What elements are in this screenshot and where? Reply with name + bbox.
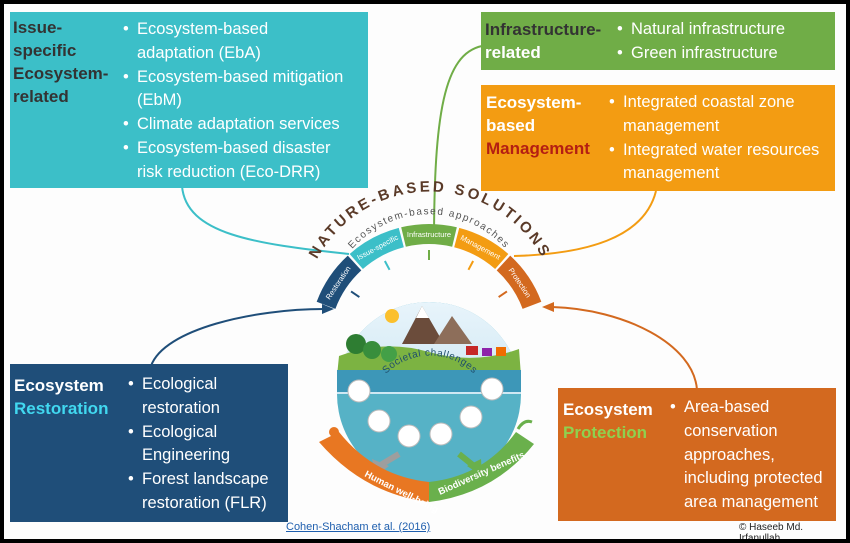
mountain-snow xyxy=(416,306,429,318)
connector-prot xyxy=(551,306,698,391)
rest-heading-line: Restoration xyxy=(14,399,109,418)
infra-heading-line: Infrastructure- xyxy=(485,20,602,39)
benefit-ribbon-left xyxy=(319,432,429,502)
connector-mgmt xyxy=(513,190,657,257)
mountain-icon-2 xyxy=(434,316,472,344)
segment-management xyxy=(454,227,509,269)
connector-prot-arrow xyxy=(542,302,554,312)
challenge-icon-1 xyxy=(347,379,371,403)
tree-icon xyxy=(346,334,366,354)
challenge-icon-6 xyxy=(480,377,504,401)
prot-heading: Ecosystem Protection xyxy=(563,398,653,444)
issue-heading-line: Ecosystem- xyxy=(13,64,109,83)
connector-issue xyxy=(181,185,350,255)
segment-arrow xyxy=(467,260,475,271)
copyright: © Haseeb Md. Irfanullah xyxy=(739,522,804,539)
mgmt-heading-line: Ecosystem- xyxy=(486,93,582,112)
challenge-icon-3 xyxy=(397,424,421,448)
tree-icon-2 xyxy=(363,341,381,359)
house-icon-2 xyxy=(482,348,492,356)
rest-heading-line: Ecosystem xyxy=(14,376,104,395)
issue-heading: Issue- specific Ecosystem- related xyxy=(13,16,108,108)
connector-rest xyxy=(150,308,325,367)
segment-restoration xyxy=(316,255,362,309)
box-restoration: Ecosystem Restoration Ecologicalrestorat… xyxy=(10,364,288,522)
house-icon-3 xyxy=(496,347,506,356)
rest-heading: Ecosystem Restoration xyxy=(14,374,108,420)
challenge-icon-5 xyxy=(459,405,483,429)
segment-protection xyxy=(496,255,542,309)
issue-heading-line: related xyxy=(13,87,69,106)
challenge-icon-2 xyxy=(367,409,391,433)
challenge-icons xyxy=(347,377,504,448)
list-item: Ecosystem-based mitigation(EbM) xyxy=(123,66,343,114)
mgmt-heading: Ecosystem- based Management xyxy=(486,91,590,160)
plant-icon xyxy=(516,419,533,430)
segment-label: Infrastructure xyxy=(407,230,451,239)
challenge-icon-4 xyxy=(429,422,453,446)
benefit-ribbon-right xyxy=(429,432,534,502)
person-icon xyxy=(329,427,339,437)
tree-icon-3 xyxy=(381,346,397,362)
box-management: Ecosystem- based Management Integrated c… xyxy=(481,85,835,191)
list-item: Area-based conservation approaches, incl… xyxy=(670,396,823,515)
segment-infrastructure xyxy=(401,224,457,247)
box-infrastructure: Infrastructure- related Natural infrastr… xyxy=(481,12,835,70)
box-protection: Ecosystem Protection Area-based conserva… xyxy=(558,388,836,521)
prot-heading-line: Protection xyxy=(563,423,648,442)
mgmt-heading-line: Management xyxy=(486,139,590,158)
infra-heading-line: related xyxy=(485,43,541,62)
infra-heading: Infrastructure- related xyxy=(485,18,601,64)
list-item: Green infrastructure xyxy=(617,42,785,66)
prot-heading-line: Ecosystem xyxy=(563,400,653,419)
segment-arrow xyxy=(498,290,508,298)
mgmt-heading-line: based xyxy=(486,116,536,135)
list-item: Climate adaptation services xyxy=(123,113,343,137)
segment-arrow xyxy=(383,260,391,271)
citation-link[interactable]: Cohen-Shacham et al. (2016) xyxy=(286,521,431,533)
globe-water xyxy=(337,370,521,392)
connector-rest-arrow xyxy=(322,304,334,314)
segment-issue-specific xyxy=(349,227,404,269)
sun-icon xyxy=(385,309,399,323)
house-icon xyxy=(466,346,478,355)
box-issue-specific: Issue- specific Ecosystem- related Ecosy… xyxy=(10,12,368,188)
segment-arrow xyxy=(350,290,360,298)
connector-infra xyxy=(433,45,483,245)
prot-list: Area-based conservation approaches, incl… xyxy=(670,396,823,515)
list-item: Natural infrastructure xyxy=(617,18,785,42)
issue-heading-line: Issue- xyxy=(13,18,63,37)
mountain-icon xyxy=(402,306,444,344)
issue-heading-line: specific xyxy=(13,41,77,60)
infra-list: Natural infrastructure Green infrastruct… xyxy=(617,18,785,66)
